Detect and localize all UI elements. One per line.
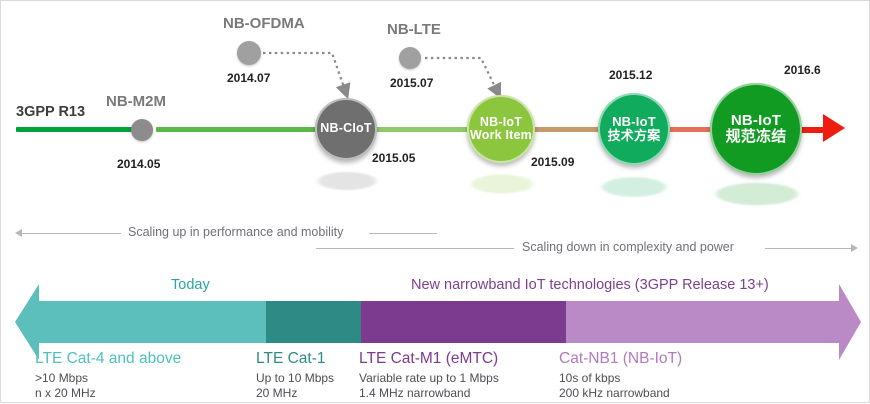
node-reflection-nb-iot-tech bbox=[602, 177, 666, 197]
node-title-nb-ofdma: NB-OFDMA bbox=[223, 15, 305, 32]
node-circle-nb-iot-frozen-line1: NB-IoT bbox=[730, 111, 782, 129]
timeline-segment-4 bbox=[531, 127, 599, 132]
band-category-line1-cat-nb1: 10s of kbps bbox=[559, 371, 621, 385]
node-date-nb-iot-work-item: 2015.09 bbox=[531, 155, 575, 169]
scaling-up-label: Scaling up in performance and mobility bbox=[128, 225, 344, 239]
node-reflection-nb-iot-frozen bbox=[716, 182, 798, 206]
band-segment-lte-cat1[interactable] bbox=[266, 301, 361, 343]
node-circle-nb-ciot[interactable]: NB-CIoT bbox=[315, 98, 377, 160]
node-circle-nb-iot-frozen-line2: 规范冻结 bbox=[725, 128, 787, 145]
node-circle-nb-ciot-line1: NB-CIoT bbox=[320, 121, 372, 136]
technology-band-section: Today New narrowband IoT technologies (3… bbox=[1, 266, 870, 404]
node-circle-nb-iot-tech[interactable]: NB-IoT 技术方案 bbox=[598, 93, 670, 165]
band-category-line2-cat-nb1: 200 kHz narrowband bbox=[559, 386, 670, 400]
node-circle-nb-iot-work-item-line1: NB-IoT bbox=[479, 114, 523, 129]
band-segment-lte-cat-m1[interactable] bbox=[361, 301, 566, 343]
band-segment-cat-nb1[interactable] bbox=[566, 301, 841, 343]
node-circle-nb-iot-tech-line2: 技术方案 bbox=[607, 128, 661, 143]
timeline-segment-1 bbox=[16, 127, 136, 132]
timeline-segment-2 bbox=[156, 127, 321, 132]
scaling-down-arrow-icon bbox=[851, 244, 858, 252]
scaling-down-label: Scaling down in complexity and power bbox=[522, 240, 734, 254]
node-date-nb-lte: 2015.07 bbox=[390, 76, 434, 90]
band-category-line2-lte-cat-m1: 1.4 MHz narrowband bbox=[359, 386, 471, 400]
node-title-nb-m2m: NB-M2M bbox=[106, 93, 166, 110]
band-category-title-lte-cat-m1: LTE Cat-M1 (eMTC) bbox=[359, 350, 499, 367]
band-category-lte-cat-m1: LTE Cat-M1 (eMTC) Variable rate up to 1 … bbox=[359, 350, 499, 401]
node-circle-nb-iot-tech-line1: NB-IoT bbox=[612, 113, 656, 129]
node-date-nb-iot-tech: 2015.12 bbox=[609, 68, 653, 82]
node-title-nb-lte: NB-LTE bbox=[387, 21, 441, 38]
band-category-cat-nb1: Cat-NB1 (NB-IoT) 10s of kbps 200 kHz nar… bbox=[559, 350, 682, 401]
timeline-segment-5 bbox=[668, 127, 713, 132]
node-reflection-nb-iot-work-item bbox=[471, 174, 533, 194]
band-category-lte-cat4: LTE Cat-4 and above >10 Mbps n x 20 MHz bbox=[35, 350, 181, 401]
band-category-lte-cat1: LTE Cat-1 Up to 10 Mbps 20 MHz bbox=[256, 350, 334, 401]
scaling-up-arrow-icon bbox=[15, 229, 22, 237]
node-date-nb-iot-frozen: 2016.6 bbox=[784, 63, 821, 77]
band-heading-new-narrowband: New narrowband IoT technologies (3GPP Re… bbox=[411, 277, 769, 293]
node-dot-nb-ofdma[interactable] bbox=[237, 41, 261, 65]
band-category-title-lte-cat4: LTE Cat-4 and above bbox=[35, 350, 182, 367]
band-heading-today: Today bbox=[171, 277, 210, 293]
band-category-title-cat-nb1: Cat-NB1 (NB-IoT) bbox=[559, 350, 683, 367]
node-date-nb-m2m: 2014.05 bbox=[117, 157, 161, 171]
node-circle-nb-iot-frozen[interactable]: NB-IoT 规范冻结 bbox=[710, 83, 802, 175]
scaling-down-rule-right bbox=[765, 248, 851, 249]
band-segment-lte-cat4[interactable] bbox=[37, 301, 266, 343]
node-date-nb-ciot: 2015.05 bbox=[372, 151, 416, 165]
timeline-line-label: 3GPP R13 bbox=[16, 104, 86, 120]
band-category-title-lte-cat1: LTE Cat-1 bbox=[256, 350, 326, 367]
scaling-up-rule-right bbox=[369, 233, 437, 234]
band-arrow-left-icon bbox=[15, 284, 39, 360]
scaling-up-rule-left bbox=[21, 233, 121, 234]
band-category-line1-lte-cat-m1: Variable rate up to 1 Mbps bbox=[359, 371, 499, 385]
band-category-line1-lte-cat4: >10 Mbps bbox=[35, 371, 89, 385]
node-dot-nb-lte[interactable] bbox=[399, 47, 421, 69]
timeline-end-arrow-icon bbox=[823, 114, 845, 142]
scaling-down-rule-left bbox=[316, 248, 514, 249]
band-category-line1-lte-cat1: Up to 10 Mbps bbox=[256, 371, 335, 385]
band-arrow-right-icon bbox=[839, 284, 861, 360]
scaling-annotations: Scaling up in performance and mobility S… bbox=[1, 206, 870, 266]
band-category-line2-lte-cat4: n x 20 MHz bbox=[35, 386, 96, 400]
band-category-line2-lte-cat1: 20 MHz bbox=[256, 386, 298, 400]
node-circle-nb-iot-work-item[interactable]: NB-IoT Work Item bbox=[467, 95, 535, 163]
node-date-nb-ofdma: 2014.07 bbox=[227, 71, 271, 85]
node-reflection-nb-ciot bbox=[318, 172, 376, 190]
timeline-segment-3 bbox=[373, 127, 473, 132]
node-dot-nb-m2m[interactable] bbox=[131, 119, 153, 141]
node-circle-nb-iot-work-item-line2: Work Item bbox=[470, 128, 532, 142]
timeline-segment-6 bbox=[801, 127, 831, 133]
timeline-section: 3GPP R13 NB-M2M 2014.05 NB-OFDMA 2014.07… bbox=[1, 1, 870, 206]
